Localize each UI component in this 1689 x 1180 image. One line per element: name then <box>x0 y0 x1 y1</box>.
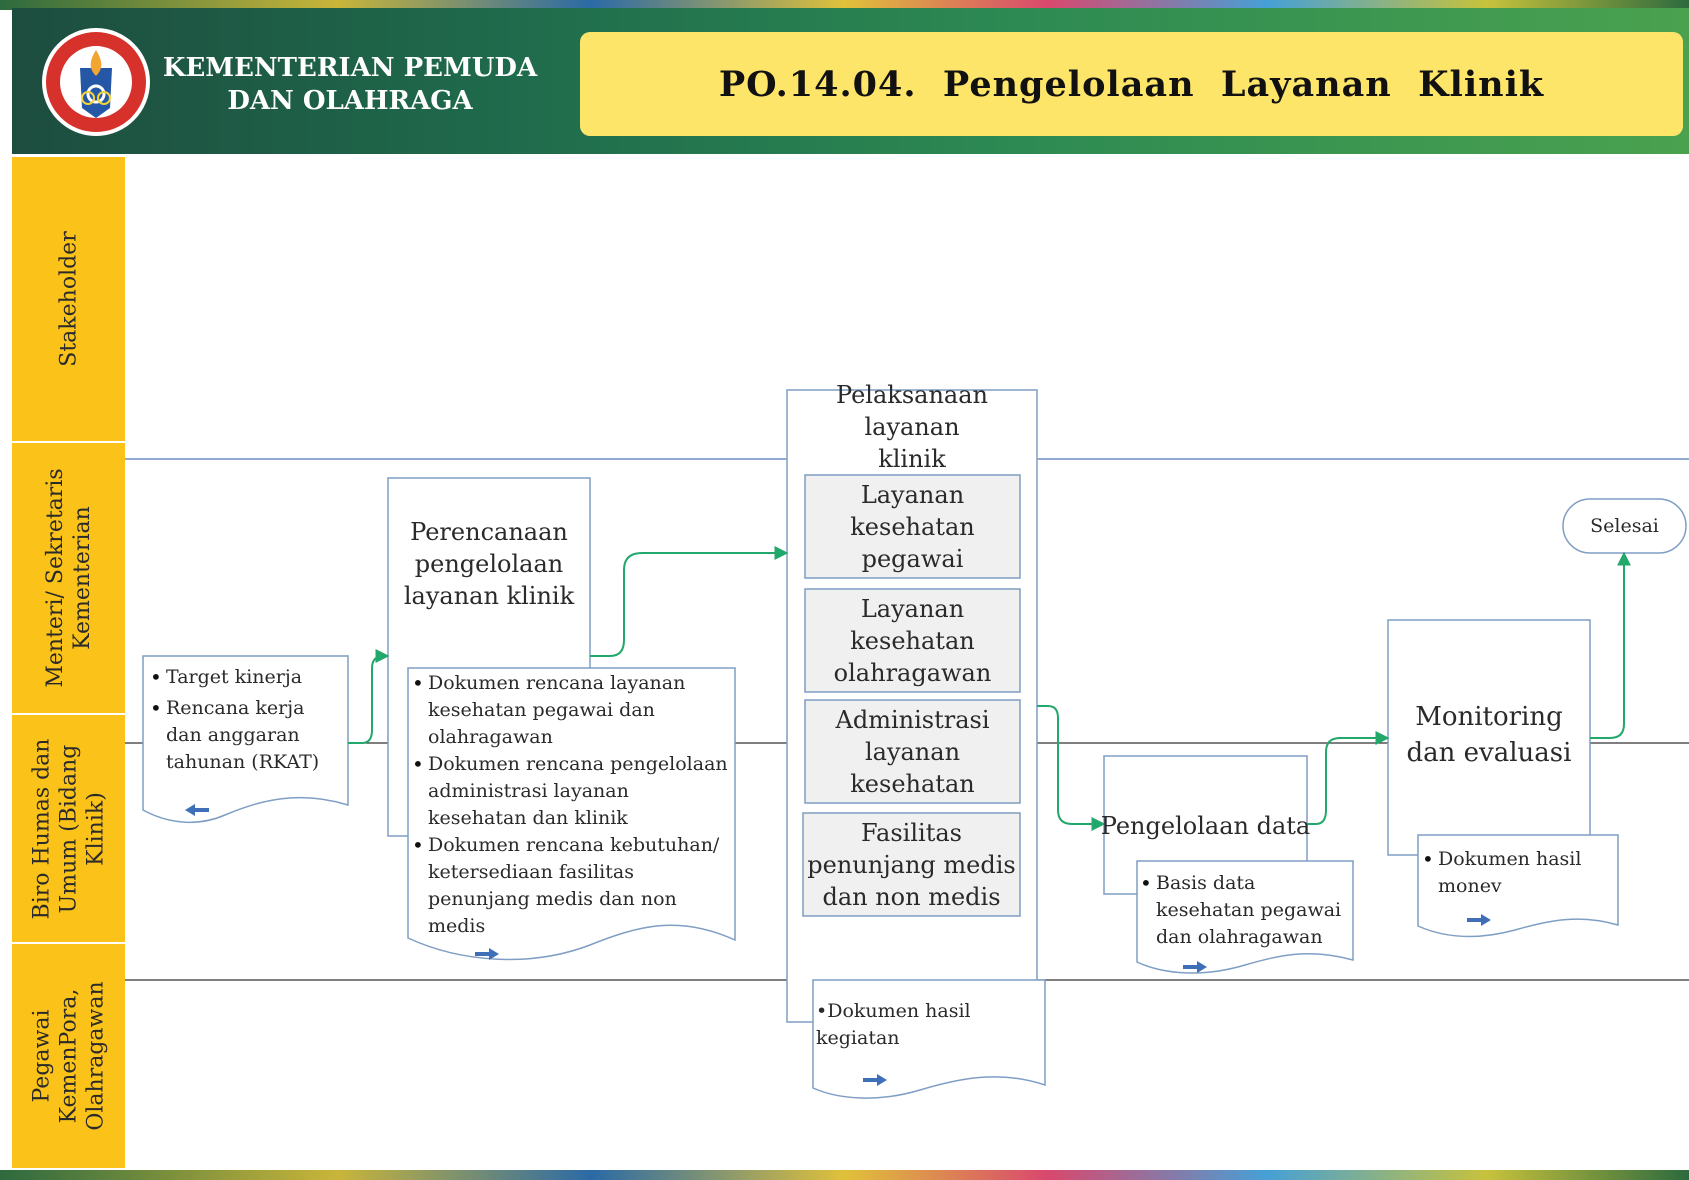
lane-biro-humas: Biro Humas dan Umum (Bidang Klinik) <box>12 715 125 944</box>
flow-arrow-pelaksanaan-to-pengelolaan <box>1037 705 1106 831</box>
sub-box-layanan-olahragawan <box>804 588 1021 693</box>
decorative-stripe-top <box>0 0 1689 10</box>
perencanaan-document-item: Dokumen rencana pengelolaan administrasi… <box>412 751 732 832</box>
organization-name: KEMENTERIAN PEMUDA DAN OLAHRAGA <box>162 53 538 116</box>
input-document-text: Target kinerja Rencana kerja dan anggara… <box>150 664 345 776</box>
sub-box-fasilitas <box>802 812 1021 917</box>
monitoring-document-item: Dokumen hasil monev <box>1422 846 1614 900</box>
sub-box-administrasi-label: Administrasi layanan kesehatan <box>835 705 990 798</box>
input-document-item: Rencana kerja dan anggaran tahunan (RKAT… <box>150 695 345 776</box>
monitoring-document-text: Dokumen hasil monev <box>1422 846 1614 900</box>
pelaksanaan-label: Pelaksanaan layanan klinik <box>836 381 988 473</box>
sub-box-layanan-pegawai-label: Layanan kesehatan pegawai <box>850 480 975 573</box>
sub-box-administrasi <box>804 699 1021 804</box>
ministry-logo <box>42 28 150 136</box>
flow-arrow-perencanaan-to-pelaksanaan <box>590 546 789 657</box>
pelaksanaan-document-text: •Dokumen hasil kegiatan <box>816 1000 971 1049</box>
pelaksanaan-document-shape <box>812 979 1046 1099</box>
lane-pegawai: Pegawai KemenPora, Olahragawan <box>12 944 125 1170</box>
flow-arrow-monitoring-to-selesai <box>1590 551 1631 739</box>
decorative-stripe-bottom <box>0 1170 1689 1180</box>
pengelolaan-document-item: Basis data kesehatan pegawai dan olahrag… <box>1140 870 1350 951</box>
perencanaan-document-text: Dokumen rencana layanan kesehatan pegawa… <box>412 670 732 940</box>
lane-menteri: Menteri/ Sekretaris Kementerian <box>12 443 125 715</box>
flow-arrow-input-to-perencanaan <box>348 649 390 744</box>
selesai-label: Selesai <box>1590 515 1659 537</box>
pengelolaan-document-text: Basis data kesehatan pegawai dan olahrag… <box>1140 870 1350 951</box>
lane-stakeholder: Stakeholder <box>12 157 125 443</box>
perencanaan-document-item: Dokumen rencana kebutuhan/ ketersediaan … <box>412 832 732 940</box>
page-title: PO.14.04. Pengelolaan Layanan Klinik <box>718 63 1545 105</box>
perencanaan-document-item: Dokumen rencana layanan kesehatan pegawa… <box>412 670 732 751</box>
perencanaan-label: Perencanaan pengelolaan layanan klinik <box>403 518 575 610</box>
title-banner <box>580 32 1683 136</box>
sub-box-layanan-olahragawan-label: Layanan kesehatan olahragawan <box>833 594 992 687</box>
sub-box-fasilitas-label: Fasilitas penunjang medis dan non medis <box>807 818 1016 911</box>
input-document-item: Target kinerja <box>150 664 345 691</box>
pengelolaan-data-label: Pengelolaan data <box>1100 812 1311 840</box>
sub-box-layanan-pegawai <box>804 474 1021 579</box>
flow-arrow-pengelolaan-to-monitoring <box>1307 731 1390 825</box>
monitoring-label: Monitoring dan evaluasi <box>1406 702 1572 768</box>
